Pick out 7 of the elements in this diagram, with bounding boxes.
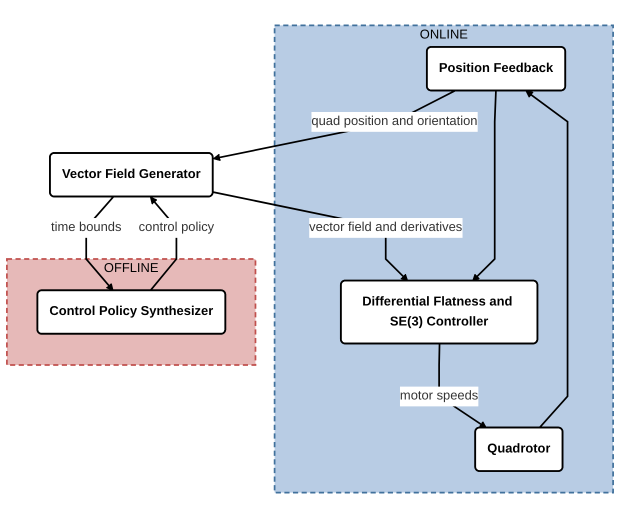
edge-label: control policy <box>138 220 214 234</box>
arrow <box>525 90 568 429</box>
edge-label: quad position and orientation <box>311 114 478 128</box>
edge-label: vector field and derivatives <box>309 220 462 234</box>
edge-label: motor speeds <box>400 388 478 403</box>
edge-label: time bounds <box>50 220 122 234</box>
arrow <box>472 90 497 282</box>
